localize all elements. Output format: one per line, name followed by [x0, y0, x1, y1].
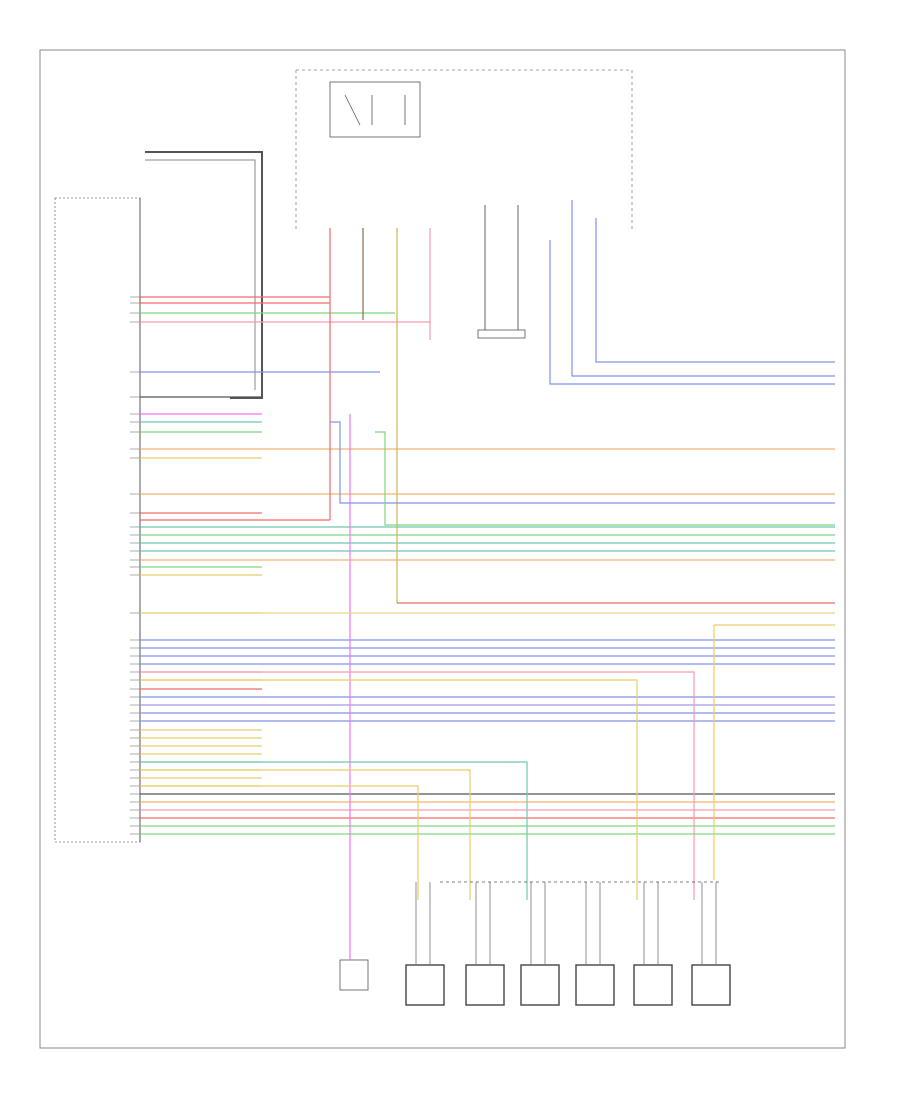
- fuel-injector-2: [465, 882, 505, 1006]
- fuse-feed-wires: [140, 205, 835, 604]
- fuel-injector-6: [691, 882, 731, 1006]
- pcm-module: [54, 197, 141, 843]
- fuel-injector-4: [575, 882, 615, 1006]
- fuel-injector-3: [520, 882, 560, 1006]
- fuel-pump-feed-wires: [549, 200, 835, 385]
- pcm-harness-bracket: [145, 151, 263, 399]
- fuel-injector-1: [405, 882, 445, 1006]
- pcm-connector-rows: [130, 296, 262, 835]
- mid-drop-wires: [140, 414, 835, 930]
- top-relay-box: [295, 69, 633, 230]
- through-wires: [262, 296, 835, 835]
- fuel-injector-5: [633, 882, 673, 1006]
- pressure-sensor: [339, 930, 369, 991]
- diagram-frame: [39, 49, 846, 1049]
- fuel-injectors: [405, 882, 731, 1006]
